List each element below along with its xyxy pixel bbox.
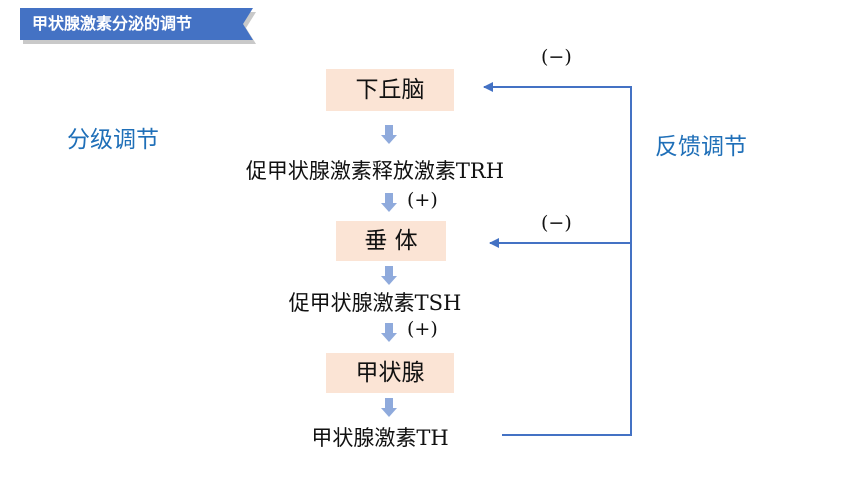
banner-title: 甲状腺激素分泌的调节 — [32, 14, 193, 33]
inhibit-sign-hypothalamus: (−) — [541, 46, 572, 68]
banner-shape — [20, 8, 256, 44]
inhibit-sign-pituitary: (−) — [541, 212, 572, 234]
down-arrow-icon — [381, 266, 397, 285]
promote-sign-trh: (+) — [407, 189, 438, 211]
down-arrow-icon — [381, 323, 397, 342]
promote-sign-tsh: (+) — [407, 318, 438, 340]
th-label: 甲状腺激素TH — [311, 426, 449, 450]
hypothalamus-box: 下丘脑 — [326, 69, 454, 111]
tsh-label: 促甲状腺激素TSH — [288, 291, 462, 315]
pituitary-box: 垂 体 — [336, 221, 446, 261]
down-arrow-icon — [381, 125, 397, 144]
title-banner: 甲状腺激素分泌的调节 — [20, 8, 256, 48]
down-arrow-icon — [381, 193, 397, 212]
trh-label: 促甲状腺激素释放激素TRH — [245, 159, 505, 183]
down-arrow-icon — [381, 398, 397, 417]
graded-regulation-label: 分级调节 — [67, 127, 159, 153]
thyroid-box: 甲状腺 — [326, 353, 454, 393]
feedback-regulation-label: 反馈调节 — [655, 134, 747, 160]
feedback-line-to-hypothalamus — [483, 82, 632, 436]
